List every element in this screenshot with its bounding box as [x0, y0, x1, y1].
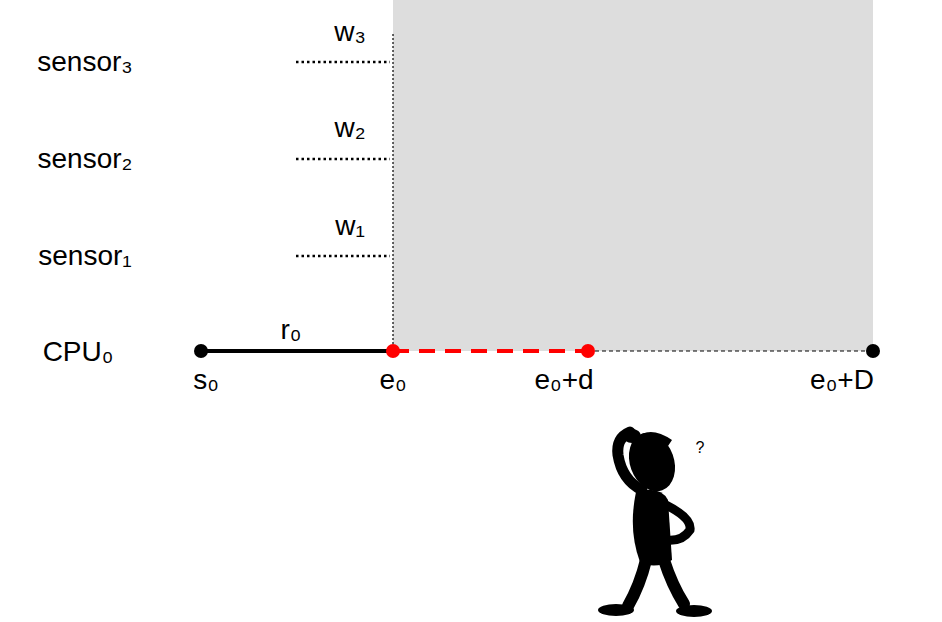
question-mark: ? — [696, 439, 705, 457]
deadline-interval — [588, 350, 873, 351]
time-point — [581, 344, 595, 358]
window-region — [393, 0, 873, 351]
wait-line — [296, 255, 390, 258]
wait-label: w₃ — [334, 17, 366, 48]
sensor-label: sensor₃ — [37, 47, 132, 78]
time-label: e₀+d — [534, 365, 593, 396]
start-marker-line — [392, 34, 393, 351]
wait-label: w₂ — [334, 113, 365, 144]
delay-interval — [393, 349, 588, 353]
wait-line — [296, 61, 390, 64]
wait-line — [296, 158, 390, 161]
time-point — [386, 344, 400, 358]
time-label: e₀ — [379, 365, 406, 396]
time-label: s₀ — [193, 365, 219, 396]
interval-label: r₀ — [281, 315, 302, 346]
run-interval — [201, 349, 393, 353]
sensor-label: sensor₁ — [38, 241, 132, 272]
time-label: e₀+D — [810, 365, 874, 396]
wait-label: w₁ — [335, 211, 365, 242]
sensor-label: sensor₂ — [38, 144, 133, 175]
time-point — [866, 344, 880, 358]
thinking-person — [598, 426, 712, 617]
processor-label: CPU₀ — [43, 337, 114, 368]
time-point — [194, 344, 208, 358]
